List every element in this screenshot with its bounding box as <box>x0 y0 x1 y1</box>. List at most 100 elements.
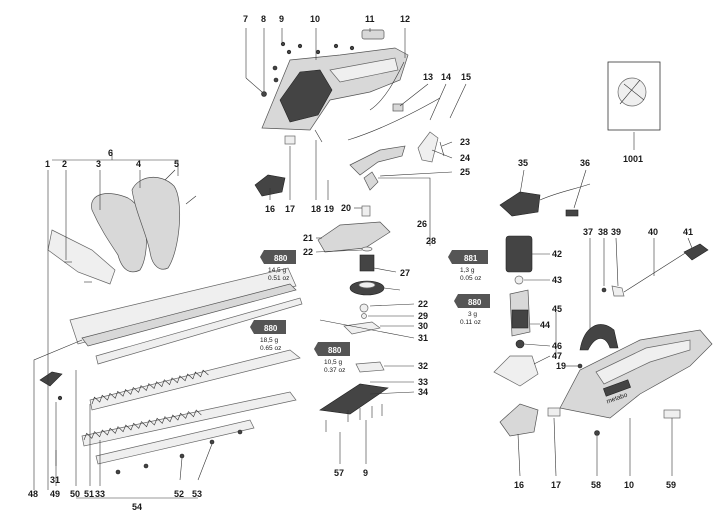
label-17-bottom: 17 <box>551 480 561 490</box>
hand-guard-assembly <box>47 169 197 285</box>
tag-ounces: 0.05 oz <box>460 275 481 282</box>
part-37-handle-bow <box>579 324 619 351</box>
label-49: 49 <box>50 489 60 499</box>
tag-grams: 3 g <box>468 311 477 318</box>
label-14: 14 <box>441 72 451 82</box>
screws-bottom-center <box>325 404 383 432</box>
label-50: 50 <box>70 489 80 499</box>
part-25-lever <box>349 145 406 176</box>
label-41: 41 <box>683 227 693 237</box>
label-10-bottom: 10 <box>624 480 634 490</box>
label-26: 26 <box>417 219 427 229</box>
label-22-upper: 22 <box>303 247 313 257</box>
label-6: 6 <box>108 148 113 158</box>
tag-ounces: 0.11 oz <box>460 319 481 326</box>
part-17-block-bottom <box>547 407 561 417</box>
label-33-center: 33 <box>418 377 428 387</box>
gear-hub <box>358 281 376 289</box>
part-23-pin <box>439 141 445 157</box>
label-17: 17 <box>285 204 295 214</box>
lubricant-tag-2: 881 1,3 g 0.05 oz <box>448 250 488 282</box>
part-number-labels: 7 8 9 10 11 12 13 14 15 6 1 2 3 4 5 16 1… <box>28 14 693 512</box>
housing-half-upper <box>261 47 409 131</box>
part-32-link <box>355 361 385 373</box>
label-12: 12 <box>400 14 410 24</box>
part-18-pin <box>314 129 323 143</box>
blade-guard-bar <box>69 267 297 347</box>
part-49-clip <box>39 371 63 387</box>
part-35-switch <box>499 191 541 217</box>
part-43-bearing <box>514 275 524 285</box>
part-20-spring <box>361 205 371 217</box>
label-18: 18 <box>311 204 321 214</box>
label-58: 58 <box>591 480 601 490</box>
label-38: 38 <box>598 227 608 237</box>
label-10: 10 <box>310 14 320 24</box>
label-25: 25 <box>460 167 470 177</box>
label-44: 44 <box>540 320 550 330</box>
part-24-trigger <box>417 131 439 163</box>
label-28: 28 <box>426 236 436 246</box>
label-43: 43 <box>552 275 562 285</box>
blade-lower <box>81 391 297 447</box>
part-46-bearing <box>515 339 525 349</box>
lubricant-tag-5: 880 10,5 g 0.37 oz <box>314 342 350 374</box>
armature-windings <box>511 309 529 329</box>
part-26-bracket <box>363 171 379 191</box>
label-29: 29 <box>418 311 428 321</box>
label-47: 47 <box>552 351 562 361</box>
part-19-pin-right <box>577 363 583 369</box>
part-39-grommet <box>611 285 625 297</box>
label-3: 3 <box>96 159 101 169</box>
label-31-left: 31 <box>50 475 60 485</box>
housing-half-rear: metabo <box>559 329 713 419</box>
label-16-bottom: 16 <box>514 480 524 490</box>
part-29-ring <box>361 313 367 319</box>
label-1001: 1001 <box>623 154 643 164</box>
part-12-wire <box>369 61 405 111</box>
label-40: 40 <box>648 227 658 237</box>
label-42: 42 <box>552 249 562 259</box>
label-37: 37 <box>583 227 593 237</box>
label-19: 19 <box>324 204 334 214</box>
label-7: 7 <box>243 14 248 24</box>
label-23: 23 <box>460 137 470 147</box>
label-36: 36 <box>580 158 590 168</box>
screw-set-top <box>245 41 355 97</box>
label-31-center: 31 <box>418 333 428 343</box>
part-36-wire <box>539 183 591 201</box>
label-2: 2 <box>62 159 67 169</box>
label-33-bottom: 33 <box>95 489 105 499</box>
part-17-block-top <box>284 135 296 145</box>
tag-ounces: 0.37 oz <box>324 367 345 374</box>
part-38-screw <box>601 287 607 293</box>
tag-code: 880 <box>274 254 288 263</box>
label-4: 4 <box>136 159 141 169</box>
label-48: 48 <box>28 489 38 499</box>
part-16-cover-bottom <box>499 403 539 437</box>
label-1: 1 <box>45 159 50 169</box>
label-15: 15 <box>461 72 471 82</box>
label-9-bottom: 9 <box>363 468 368 478</box>
lubricant-tag-4: 880 18,5 g 0.65 oz <box>250 320 286 352</box>
label-9: 9 <box>279 14 284 24</box>
blade-rail <box>95 297 303 365</box>
label-13: 13 <box>423 72 433 82</box>
tag-code: 880 <box>328 346 342 355</box>
part-1001-label-panel <box>607 61 661 131</box>
label-46: 46 <box>552 341 562 351</box>
tag-code: 880 <box>264 324 278 333</box>
leader-lines <box>33 28 693 499</box>
label-8: 8 <box>261 14 266 24</box>
part-40-cable <box>623 249 691 293</box>
part-36-connector <box>565 209 579 217</box>
part-42-stator <box>505 235 533 273</box>
blade-base-strip <box>95 419 255 465</box>
tag-grams: 1,3 g <box>460 267 475 274</box>
part-47-cap <box>493 355 539 387</box>
label-20: 20 <box>341 203 351 213</box>
part-22-washer <box>361 246 373 252</box>
tag-code: 880 <box>468 298 482 307</box>
part-11-clip <box>361 29 385 40</box>
